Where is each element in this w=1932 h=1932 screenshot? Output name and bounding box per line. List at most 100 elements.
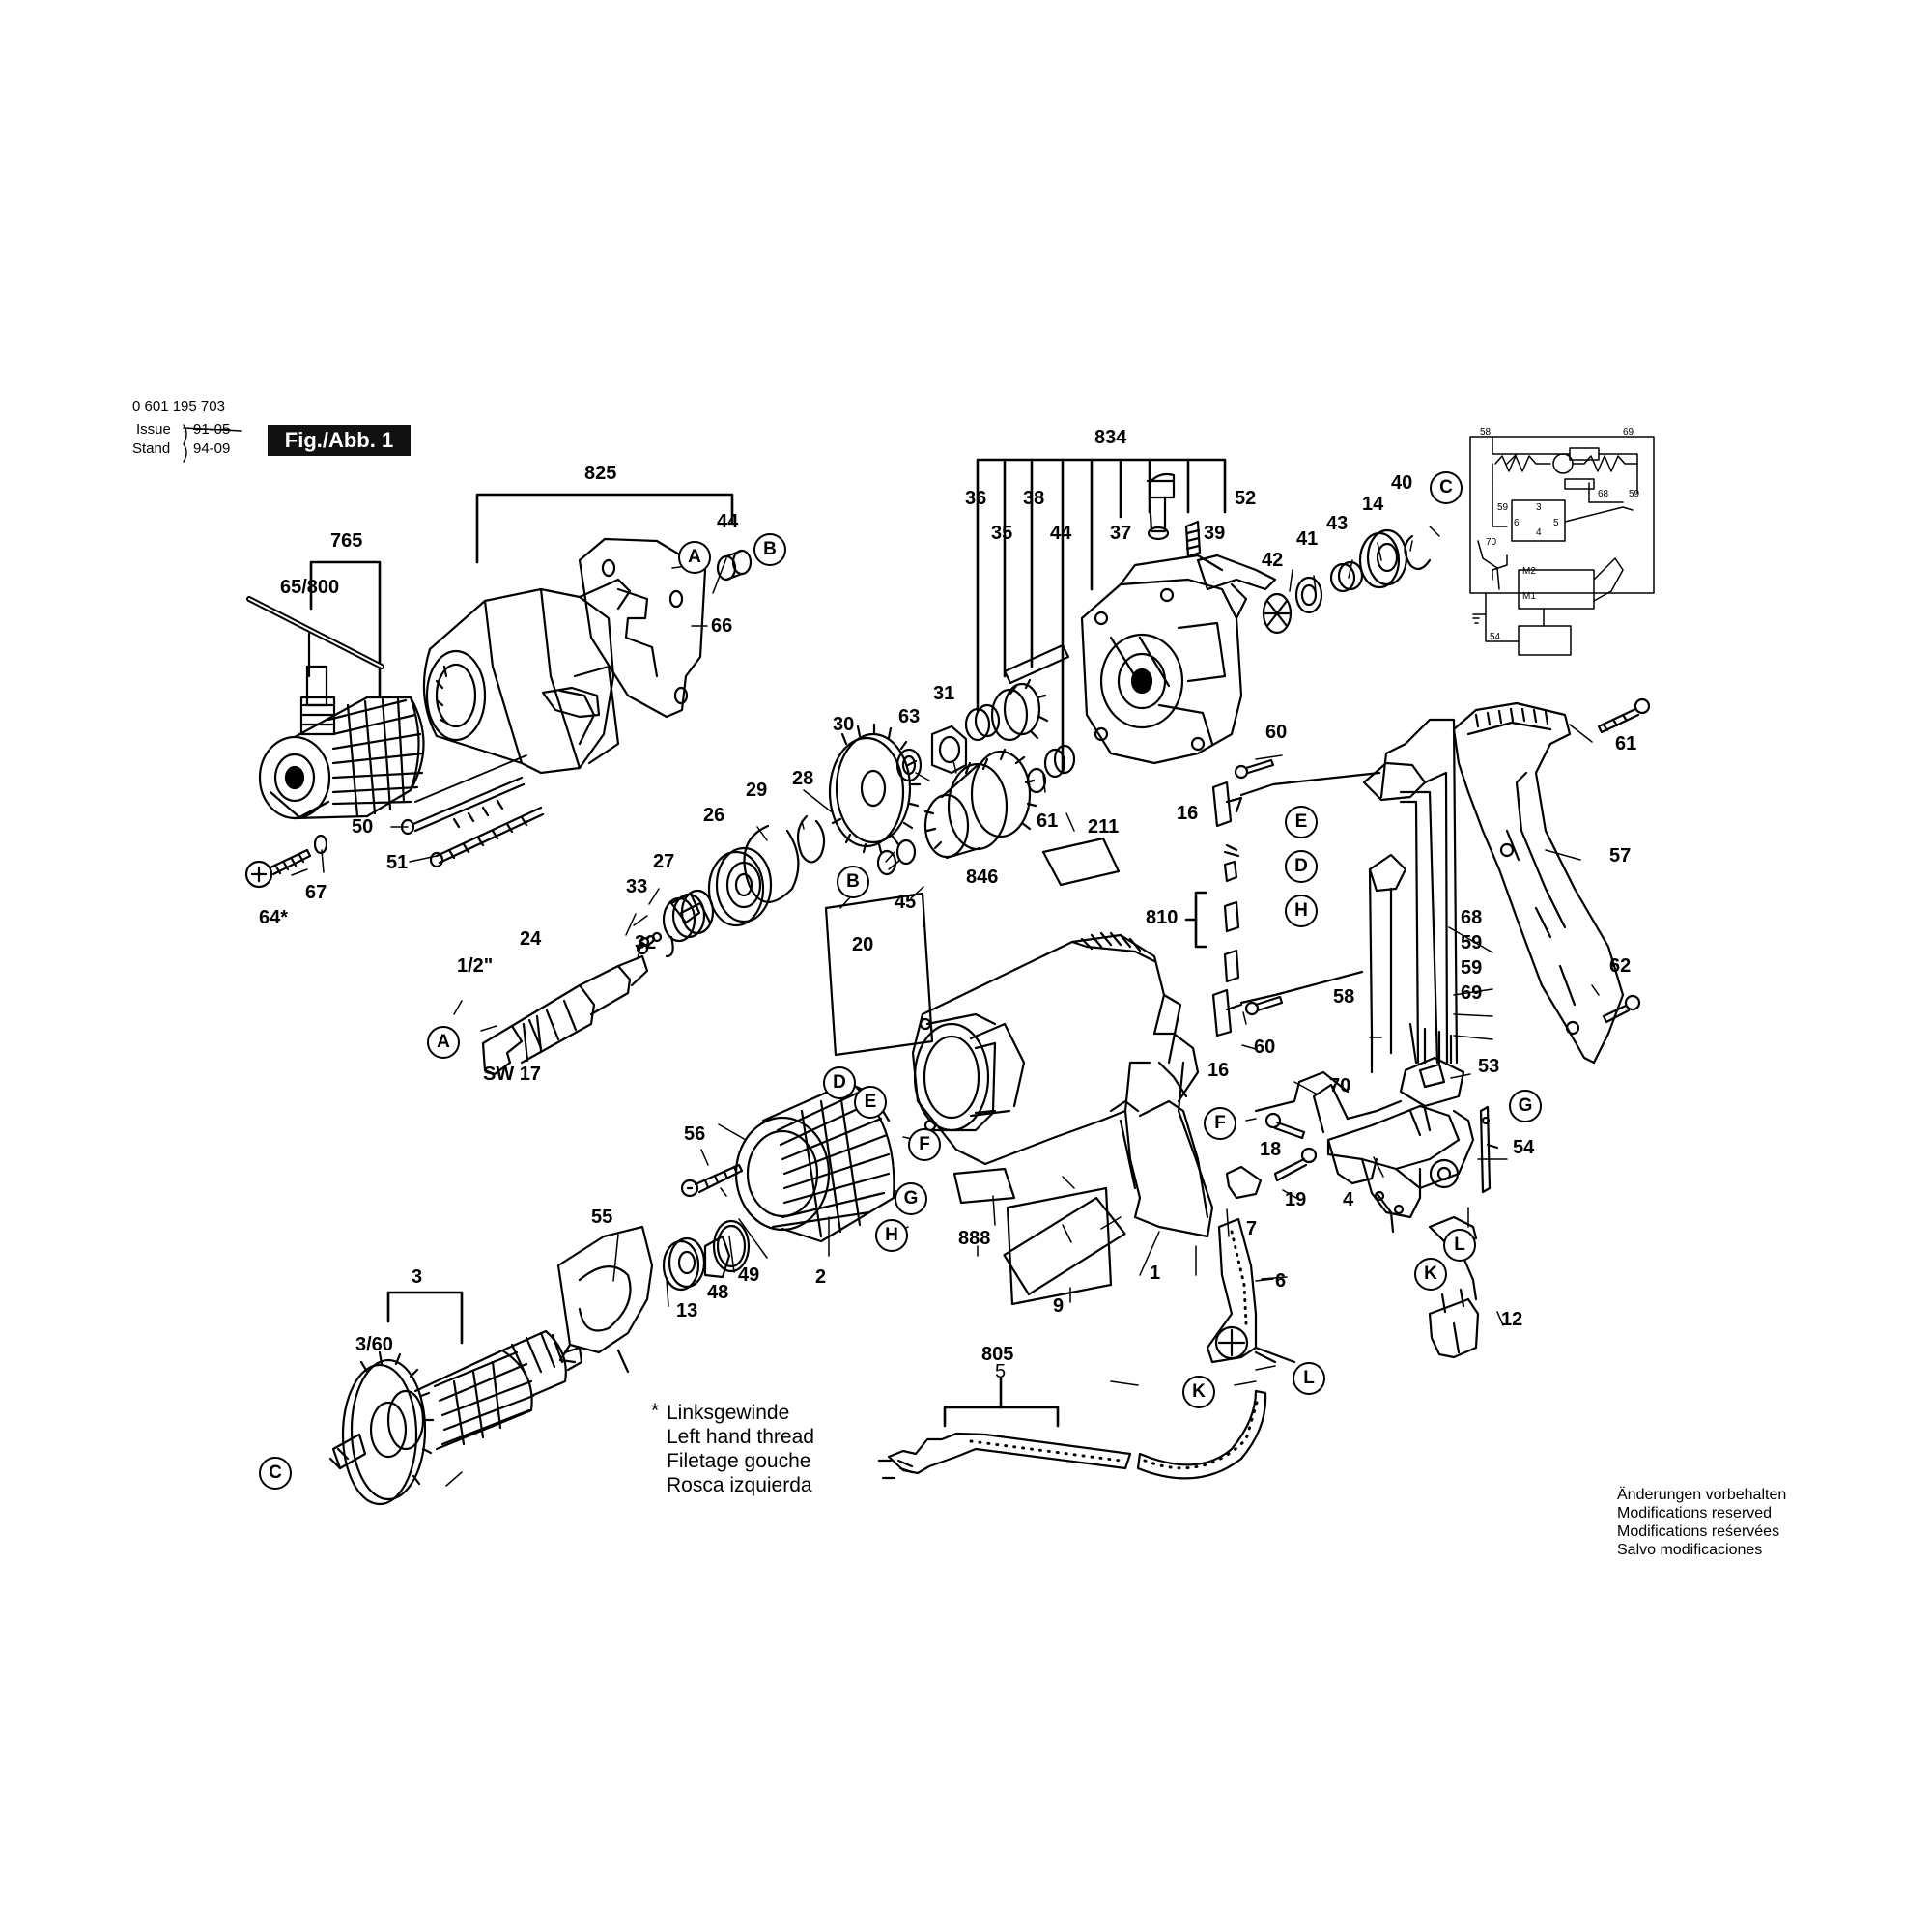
callout-h-brush: H	[1285, 895, 1318, 927]
part-label-27: 27	[653, 851, 675, 872]
wiring-label-59a: 59	[1497, 502, 1509, 513]
part-label-211: 211	[1088, 816, 1120, 838]
part-label-67: 67	[305, 882, 327, 903]
part-label-14: 14	[1362, 494, 1384, 515]
part-label-16b: 16	[1208, 1060, 1230, 1081]
part-label-44b: 44	[1050, 523, 1072, 544]
part-label-4: 4	[1343, 1189, 1354, 1210]
callout-f-field: F	[908, 1128, 941, 1161]
note-salvo-modificaciones: Salvo modificaciones	[1617, 1542, 1763, 1558]
callout-b-gear: B	[837, 866, 869, 898]
part-label-37: 37	[1110, 523, 1132, 544]
part-label-58: 58	[1333, 986, 1355, 1008]
wiring-label-4: 4	[1536, 527, 1542, 538]
left-hand-thread-star: *	[651, 1400, 660, 1422]
part-label-7: 7	[1246, 1218, 1258, 1239]
decals	[824, 837, 1126, 1306]
callout-c-top: C	[1430, 471, 1463, 504]
callout-c-armature: C	[259, 1457, 292, 1490]
part-label-50: 50	[352, 816, 374, 838]
leader-lines	[291, 526, 1600, 1487]
part-label-68: 68	[1461, 907, 1483, 928]
chuck-assembly	[244, 596, 425, 889]
wiring-label-3: 3	[1536, 502, 1542, 513]
part-label-48: 48	[707, 1282, 729, 1303]
part-label-69: 69	[1461, 982, 1483, 1004]
part-label-42: 42	[1262, 550, 1284, 571]
part-label-3-60: 3/60	[355, 1334, 393, 1355]
part-label-41: 41	[1296, 528, 1319, 550]
part-label-2: 2	[815, 1266, 827, 1288]
part-label-24: 24	[520, 928, 542, 950]
part-label-5: 5	[995, 1361, 1007, 1382]
handle-cover	[1452, 697, 1651, 1065]
part-label-805: 805	[981, 1344, 1014, 1365]
part-label-45: 45	[895, 892, 917, 913]
callout-e-brush: E	[1285, 806, 1318, 838]
callout-a-spindle: A	[427, 1026, 460, 1059]
wiring-schematic	[1469, 436, 1655, 656]
wiring-label-70: 70	[1486, 537, 1497, 548]
note-linksgewinde: Linksgewinde	[667, 1402, 790, 1424]
part-label-32: 32	[635, 932, 657, 953]
part-label-28: 28	[792, 768, 814, 789]
part-number: 0 601 195 703	[132, 398, 225, 414]
part-label-846: 846	[966, 867, 999, 888]
wiring-label-54: 54	[1490, 632, 1501, 642]
part-label-3: 3	[412, 1266, 423, 1288]
part-label-43: 43	[1326, 513, 1349, 534]
part-label-51: 51	[386, 852, 409, 873]
part-label-59a: 59	[1461, 932, 1483, 953]
wiring-label-m1: M1	[1522, 591, 1536, 602]
part-label-60b: 60	[1254, 1037, 1276, 1058]
callout-l-cord: L	[1293, 1362, 1325, 1395]
spindle	[481, 931, 663, 1076]
callout-d-brush: D	[1285, 850, 1318, 883]
part-label-16a: 16	[1177, 803, 1199, 824]
brush-holders	[1211, 718, 1459, 1074]
part-label-20: 20	[852, 934, 874, 955]
part-label-55: 55	[591, 1207, 613, 1228]
part-label-52: 52	[1235, 488, 1257, 509]
strikeout-line	[183, 427, 242, 432]
part-label-13: 13	[676, 1300, 698, 1321]
part-label-26: 26	[703, 805, 725, 826]
part-label-40: 40	[1391, 472, 1413, 494]
bracket-lines	[309, 458, 1227, 1428]
part-label-30: 30	[833, 714, 855, 735]
part-label-810: 810	[1146, 907, 1179, 928]
part-label-59b: 59	[1461, 957, 1483, 979]
part-label-765: 765	[330, 530, 363, 552]
part-label-9: 9	[1053, 1295, 1065, 1317]
callout-k-switch: K	[1414, 1258, 1447, 1291]
note-filetage-gouche: Filetage gouche	[667, 1450, 811, 1472]
wiring-label-59b: 59	[1629, 489, 1640, 499]
wiring-label-69: 69	[1623, 427, 1634, 438]
part-label-66: 66	[711, 615, 733, 637]
wiring-label-58: 58	[1480, 427, 1492, 438]
part-label-31: 31	[933, 683, 955, 704]
callout-f-switch: F	[1204, 1107, 1236, 1140]
callout-b-bearing: B	[753, 533, 786, 566]
callout-g-switch: G	[1509, 1090, 1542, 1122]
callout-k-cord: K	[1182, 1376, 1215, 1408]
part-label-61b: 61	[1615, 733, 1637, 754]
figure-label: Fig./Abb. 1	[268, 425, 411, 456]
note-aenderungen: Änderungen vorbehalten	[1617, 1487, 1787, 1503]
gearbox-housing	[1080, 472, 1277, 765]
wiring-label-5: 5	[1553, 518, 1559, 528]
part-label-65-800: 65/800	[280, 577, 340, 598]
issue-date: 91-05	[193, 421, 231, 438]
wiring-label-68: 68	[1598, 489, 1609, 499]
part-label-sw17: SW 17	[483, 1064, 542, 1085]
part-label-12: 12	[1501, 1309, 1523, 1330]
armature-parts	[556, 1219, 751, 1374]
part-label-half-inch: 1/2"	[457, 955, 494, 977]
part-label-60a: 60	[1265, 722, 1288, 743]
switch-assembly	[1225, 1056, 1499, 1359]
part-label-888: 888	[958, 1228, 991, 1249]
part-label-18: 18	[1260, 1139, 1282, 1160]
part-label-64: 64*	[259, 907, 289, 928]
power-cord	[877, 1217, 1296, 1480]
